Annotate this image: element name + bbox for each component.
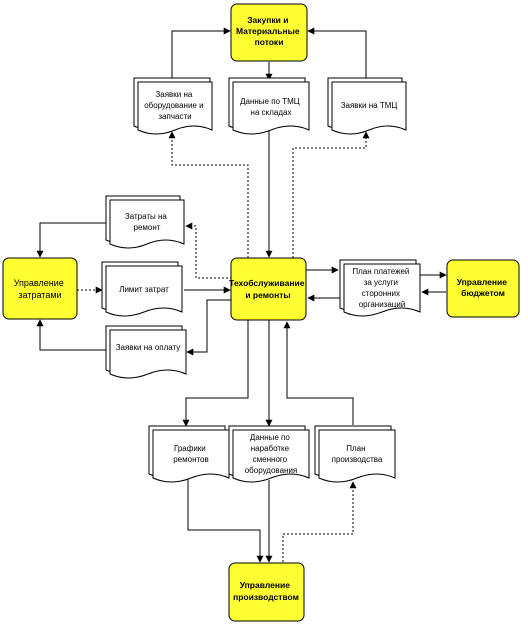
document-shift-hours: Данные по наработке сменного оборудовани… — [228, 425, 310, 483]
process-label: Управление — [457, 277, 508, 287]
document-label: ремонт — [134, 223, 161, 232]
process-label: производством — [233, 592, 299, 602]
connector-maintenance-to-tmc-requests — [292, 131, 370, 258]
document-label: на складах — [251, 108, 292, 117]
svg-text:Затраты на ремонт: Затраты на ремонт — [125, 212, 169, 232]
document-label: сторонних — [362, 289, 400, 298]
svg-text:Данные по наработке: Данные по наработке сменного оборудовани… — [245, 433, 298, 475]
document-label: оборудование и — [144, 101, 203, 110]
document-front-sheet — [331, 81, 407, 135]
document-label: План платежей — [352, 267, 409, 276]
process-box — [2, 257, 78, 320]
document-label: сменного — [253, 455, 288, 464]
document-front-sheet — [109, 329, 187, 379]
document-equipment-requests: Заявки на оборудование и запчасти — [133, 77, 213, 135]
svg-text:Закупки и Материальные: Закупки и Материальные потоки — [236, 15, 302, 47]
document-label: производства — [332, 455, 383, 464]
process-label: бюджетом — [461, 288, 505, 298]
process-label: Управление — [240, 580, 291, 590]
document-front-sheet — [232, 81, 310, 135]
document-label: запчасти — [158, 112, 191, 121]
process-procurement: Закупки и Материальные потоки — [230, 3, 308, 62]
document-repair-costs: Затраты на ремонт — [105, 195, 185, 249]
connector-maintenance-to-repair-costs — [185, 222, 232, 279]
svg-text:Заявки на оплату: Заявки на оплату — [116, 343, 181, 352]
connector-repair-costs-to-cost-management — [36, 222, 106, 258]
document-front-sheet — [152, 429, 230, 483]
process-maintenance: Техобслуживание и ремонты — [229, 257, 307, 321]
connector-maintenance-to-payment-requests — [186, 299, 232, 356]
connector-production-to-production-plan — [282, 481, 357, 562]
svg-text:Управление производством: Управление производством — [233, 580, 299, 602]
svg-text:Лимит затрат: Лимит затрат — [119, 285, 169, 294]
connector-repair-schedules-to-production — [187, 478, 264, 563]
svg-text:Данные по ТМЦ на складах: Данные по ТМЦ на складах — [240, 97, 302, 117]
process-label: Материальные — [236, 26, 300, 36]
connector-equipment-requests-to-procurement — [171, 27, 231, 78]
document-label: Графики — [174, 444, 206, 453]
connector-tmc-requests-to-procurement — [307, 27, 367, 78]
document-label: Данные по — [250, 433, 290, 442]
document-label: План — [346, 444, 365, 453]
document-front-sheet — [137, 81, 213, 135]
svg-text:Управление бюджетом: Управление бюджетом — [457, 277, 510, 298]
process-box — [446, 259, 520, 318]
connector-maintenance-to-equipment-requests — [168, 131, 249, 258]
document-label: ремонтов — [173, 455, 209, 464]
svg-text:План платежей за услуги: План платежей за услуги сторонних органи… — [352, 267, 411, 309]
process-label: Техобслуживание — [229, 278, 305, 288]
document-label: Затраты на — [125, 212, 168, 221]
document-cost-limit: Лимит затрат — [101, 261, 183, 317]
document-front-sheet — [232, 429, 310, 483]
svg-text:Заявки на ТМЦ: Заявки на ТМЦ — [341, 101, 398, 110]
document-inventory-data: Данные по ТМЦ на складах — [228, 77, 310, 135]
document-label: оборудования — [245, 466, 298, 475]
connectors — [36, 27, 447, 563]
connector-production-plan-to-maintenance — [283, 321, 354, 425]
document-label: Заявки на — [155, 90, 192, 99]
document-front-sheet — [318, 429, 396, 483]
document-front-sheet — [343, 263, 421, 317]
process-production-management: Управление производством — [228, 562, 305, 622]
document-label: за услуги — [364, 278, 398, 287]
process-label: потоки — [255, 37, 284, 47]
process-label: и ремонты — [245, 290, 290, 300]
process-budget-management: Управление бюджетом — [446, 259, 520, 318]
process-label: Закупки и — [247, 15, 288, 25]
document-payment-requests: Заявки на оплату — [105, 325, 187, 379]
svg-text:Управление затратами: Управление затратами — [14, 278, 67, 300]
process-cost-management: Управление затратами — [2, 257, 78, 320]
document-repair-schedules: Графики ремонтов — [148, 425, 230, 483]
document-production-plan: План производства — [314, 425, 396, 483]
document-payment-plan: План платежей за услуги сторонних органи… — [339, 259, 421, 317]
process-box — [230, 3, 308, 62]
document-label: организаций — [359, 300, 406, 309]
document-label: Данные по ТМЦ — [240, 97, 300, 106]
svg-text:План производства: План производства — [332, 444, 383, 464]
document-label: Лимит затрат — [119, 285, 169, 294]
svg-text:Заявки на оборудование и: Заявки на оборудование и запчасти — [144, 90, 206, 121]
connector-payment-requests-to-cost-management — [36, 319, 106, 351]
process-box — [230, 257, 307, 321]
document-tmc-requests: Заявки на ТМЦ — [327, 77, 407, 135]
svg-text:Техобслуживание и ремонт: Техобслуживание и ремонты — [229, 278, 307, 300]
connector-maintenance-to-repair-schedules — [182, 320, 249, 427]
document-label: наработке — [251, 444, 290, 453]
process-box — [228, 562, 305, 622]
process-label: Управление — [14, 278, 64, 288]
svg-text:Графики ремонтов: Графики ремонтов — [173, 444, 209, 464]
document-label: Заявки на ТМЦ — [341, 101, 398, 110]
document-label: Заявки на оплату — [116, 343, 181, 352]
document-front-sheet — [109, 199, 185, 249]
process-label: затратами — [18, 290, 61, 300]
document-front-sheet — [105, 265, 183, 317]
